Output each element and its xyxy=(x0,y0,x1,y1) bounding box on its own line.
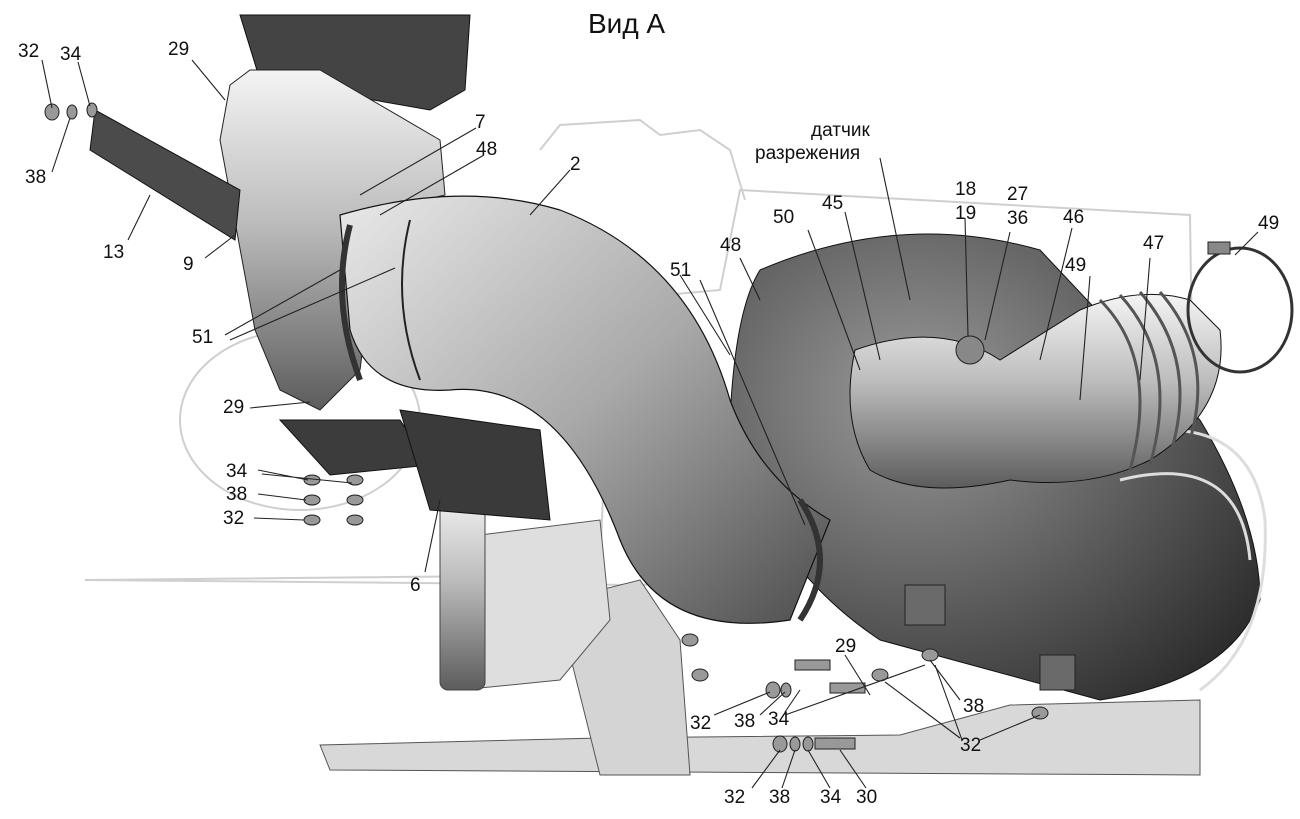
callout: 49 xyxy=(1258,213,1279,234)
callout: 32 xyxy=(223,508,244,529)
callout: 34 xyxy=(820,787,842,808)
sensor-label-line2: разрежения xyxy=(755,143,860,164)
callout: 7 xyxy=(475,112,486,133)
hose-clamp xyxy=(1186,241,1294,374)
callout: 9 xyxy=(183,254,194,275)
callout: 48 xyxy=(476,139,497,160)
callout: 29 xyxy=(168,39,189,60)
callout: 38 xyxy=(769,787,790,808)
sensor-label-line1: датчик xyxy=(811,120,870,141)
callout: 38 xyxy=(25,167,46,188)
callout: 32 xyxy=(690,713,711,734)
callout: 27 xyxy=(1007,184,1028,205)
callout: 48 xyxy=(720,235,741,256)
callout: 18 xyxy=(955,179,976,200)
callout: 34 xyxy=(768,709,790,730)
callout: 49 xyxy=(1065,255,1086,276)
callout: 47 xyxy=(1143,233,1164,254)
callout: 46 xyxy=(1063,207,1084,228)
callout: 32 xyxy=(960,735,981,756)
callout: 34 xyxy=(226,461,248,482)
callout: 32 xyxy=(18,41,39,62)
callout: 2 xyxy=(570,154,581,175)
callout: 30 xyxy=(856,787,877,808)
callout: 29 xyxy=(223,397,244,418)
callout: 34 xyxy=(60,44,82,65)
callout: 32 xyxy=(724,787,745,808)
callout: 38 xyxy=(226,484,247,505)
callout: 13 xyxy=(103,242,124,263)
leader-lines xyxy=(41,59,1259,789)
frame xyxy=(319,489,1201,776)
callout: 45 xyxy=(822,193,843,214)
intake-pipe xyxy=(339,195,831,624)
callout: 50 xyxy=(773,207,794,228)
callout: 19 xyxy=(955,203,976,224)
callout: 38 xyxy=(734,711,755,732)
callout: 51 xyxy=(192,327,213,348)
callout: 51 xyxy=(670,260,691,281)
callout: 36 xyxy=(1007,208,1028,229)
outlet-elbow xyxy=(849,291,1222,489)
view-title: Вид А xyxy=(588,8,665,39)
callout: 38 xyxy=(963,696,984,717)
callouts: 32 34 38 29 7 48 2 13 9 51 29 34 38 32 6… xyxy=(18,39,1279,808)
callout: 29 xyxy=(835,636,856,657)
intake-hood xyxy=(89,14,551,521)
callout: 6 xyxy=(410,575,421,596)
